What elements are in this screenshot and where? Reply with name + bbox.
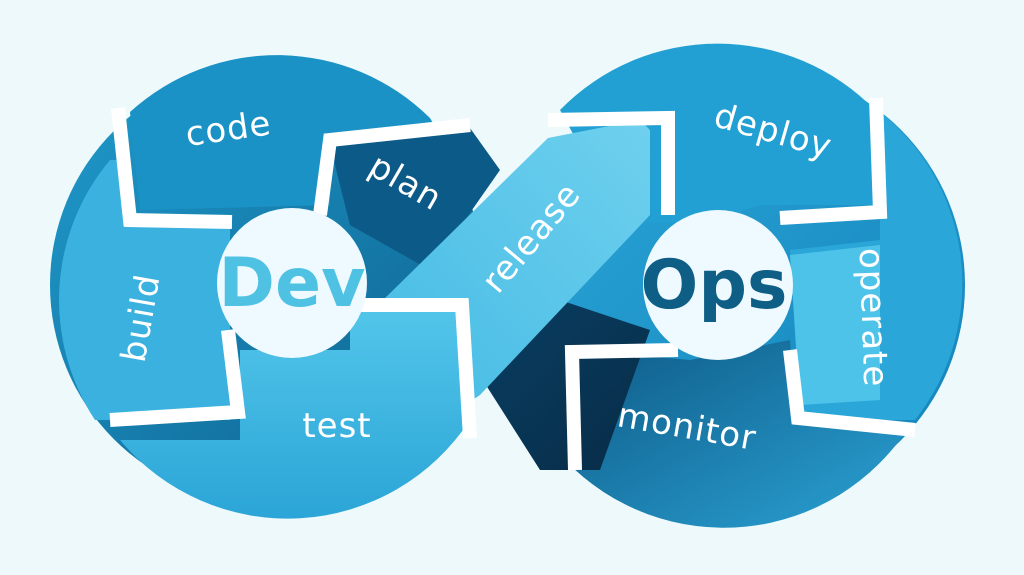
separator-monitor-release: [564, 343, 679, 471]
separator-test-release: [350, 298, 477, 439]
separator-build-test: [109, 329, 246, 427]
stage-label-test: test: [302, 406, 371, 446]
dev-hub-circle: [217, 208, 367, 358]
test-segment: [120, 305, 470, 519]
ops-hub-circle: [643, 210, 793, 360]
separator-plan-code: [313, 118, 471, 216]
code-segment: [130, 55, 440, 210]
segment-separators: [109, 97, 916, 471]
stage-label-operate: operate: [851, 247, 896, 388]
dev-hub-label: Dev: [219, 244, 366, 323]
separator-deploy-operate: [779, 97, 888, 225]
monitor-segment: [565, 340, 910, 528]
separator-release-deploy: [547, 110, 675, 215]
operate-inner-segment: [790, 245, 880, 405]
plan-segment: [330, 128, 500, 270]
separator-code-build: [111, 107, 233, 229]
separator-operate-monitor: [783, 349, 916, 437]
ops-hub-label: Ops: [641, 246, 788, 325]
release-arrow: [378, 120, 650, 405]
